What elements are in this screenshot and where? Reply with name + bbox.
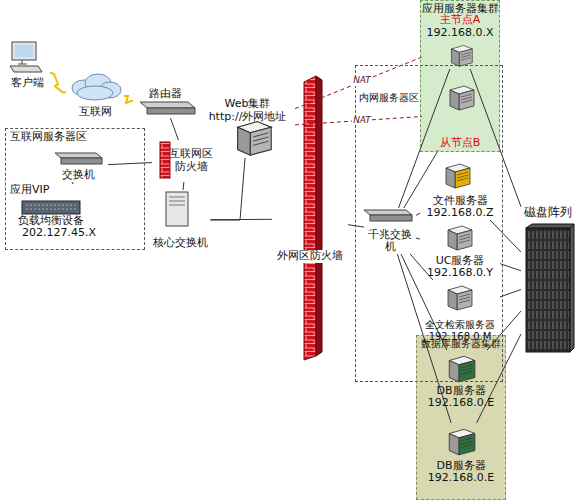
network-link: [416, 238, 420, 239]
file-server: 文件服务器192.168.0.Z: [420, 158, 500, 220]
network-link: [170, 118, 178, 140]
disk-array-icon: [526, 224, 574, 352]
server-icon: [448, 226, 472, 250]
uc-server: UC服务器192.168.0.Y: [420, 220, 500, 280]
network-link: [211, 158, 246, 220]
web-cluster: Web集群http://外网地址: [200, 98, 295, 158]
load-balancer-icon: [22, 201, 80, 214]
server-zone: 内网服务器区千兆交换机文件服务器192.168.0.ZUC服务器192.168.…: [355, 65, 503, 382]
internet-cloud: 互联网: [66, 73, 124, 119]
network-link: [416, 213, 420, 215]
network-link: [500, 290, 521, 297]
db-server: DB服务器192.168.0.E: [418, 350, 504, 410]
node-label: 内网服务器区: [359, 92, 419, 104]
firewall: 互联网区防火墙: [152, 140, 220, 182]
node-label: 磁盘阵列: [524, 206, 572, 220]
node-detail: 负载均衡设备: [18, 215, 84, 228]
disk-array: 磁盘阵列: [521, 206, 575, 354]
node-label: 文件服务器: [433, 195, 488, 208]
node-label: 主节点A: [440, 14, 481, 27]
node-label: DB服务器: [436, 385, 485, 398]
node-detail: 192.168.0.Z: [426, 207, 493, 220]
web-server-icon: [238, 122, 272, 156]
node-label: 应用VIP: [10, 184, 49, 197]
node-detail: 202.127.45.X: [22, 227, 96, 240]
node-label: 互联网服务器区: [10, 131, 87, 144]
network-link: [50, 73, 66, 93]
app-server: 从节点B: [422, 78, 498, 150]
node-detail: 192.168.0.E: [428, 397, 494, 410]
router-icon: [140, 102, 195, 114]
node-detail: http://外网地址: [209, 111, 287, 124]
db-server-icon: [449, 356, 475, 382]
cluster-fill: [420, 0, 500, 152]
db-server-icon: [449, 429, 475, 455]
db-cluster: 数据库服务器集群DB服务器192.168.0.EDB服务器192.168.0.E: [416, 335, 506, 500]
node-label: Web集群: [225, 98, 271, 111]
big-firewall: [304, 76, 322, 360]
node-detail: 192.168.0.E: [428, 472, 494, 485]
switch-icon: [364, 210, 412, 221]
server-icon: [448, 286, 472, 310]
server-cluster: 应用服务器集群主节点A192.168.0.X从节点B: [420, 0, 500, 152]
gigabit-switch: 千兆交换机: [364, 208, 416, 254]
node-detail: 192.168.0.Y: [427, 267, 493, 280]
client-pc: 客户端: [4, 38, 50, 90]
node-label: 核心交换机: [153, 237, 208, 250]
network-link: [211, 219, 273, 220]
node-label: 互联网: [79, 106, 112, 119]
network-link: [183, 182, 185, 190]
node-label: UC服务器: [436, 255, 485, 268]
network-link: [72, 182, 74, 184]
firewall-icon: [160, 142, 170, 178]
server-zone: 互联网服务器区交换机应用VIP 负载均衡设备202.127.45.X: [5, 128, 145, 250]
node-label: 互联网区防火墙: [168, 148, 214, 173]
switch-icon: [55, 153, 102, 164]
db-server: DB服务器192.168.0.E: [418, 423, 504, 485]
node-label: 千兆交换机: [367, 229, 413, 254]
node-label: 外网区防火墙: [275, 250, 345, 263]
core-switch-icon: [166, 192, 188, 226]
node-detail: 192.168.0.X: [426, 27, 493, 40]
network-link: [108, 163, 152, 165]
edge-label: NAT: [352, 76, 372, 86]
switch: 交换机: [48, 150, 108, 182]
router: 路由器: [133, 88, 197, 118]
node-label: 数据库服务器集群: [421, 338, 501, 350]
app-server: 主节点A192.168.0.X: [422, 14, 498, 69]
node-label: 全文检索服务器: [425, 319, 495, 331]
cloud: [72, 74, 121, 100]
node-label: 交换机: [62, 169, 95, 182]
search-server: 全文检索服务器192.168.0.M: [420, 280, 500, 342]
network-link: [124, 96, 133, 103]
node-label: DB服务器: [436, 460, 485, 473]
load-balancer: 应用VIP 负载均衡设备202.127.45.X: [8, 184, 118, 246]
server-icon: [446, 164, 470, 188]
network-link: [348, 225, 364, 227]
client-pc: [10, 42, 42, 72]
network-link: [490, 220, 521, 252]
server-icon: [451, 45, 472, 66]
node-label: 从节点B: [440, 137, 481, 150]
network-link: [500, 264, 521, 271]
node-label: 路由器: [149, 88, 182, 101]
cluster-fill: [416, 335, 506, 500]
node-label: 客户端: [11, 77, 44, 90]
server-icon: [450, 86, 474, 110]
edge-label: NAT: [352, 116, 372, 126]
core-switch: 核心交换机: [150, 190, 211, 250]
